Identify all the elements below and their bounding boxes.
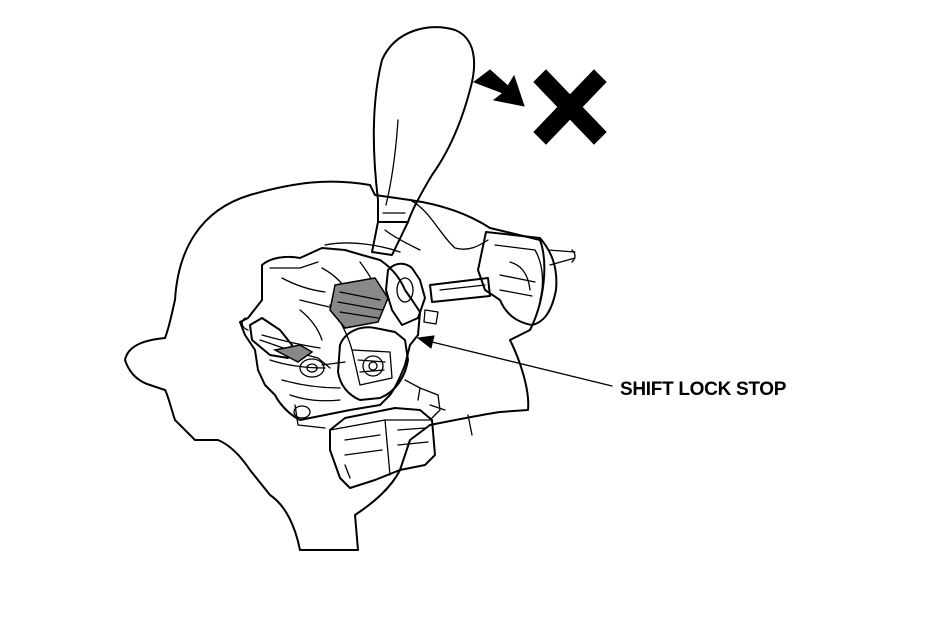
arrow-icon [472, 69, 525, 107]
console-housing [124, 180, 546, 551]
x-mark-icon [533, 69, 607, 145]
shift-cable-end [477, 231, 558, 326]
shift-cable-rod [429, 277, 491, 303]
shift-lock-solenoid [329, 407, 436, 489]
shift-knob [372, 26, 476, 223]
shift-lever-shaft [371, 221, 409, 256]
detent-block [329, 277, 389, 329]
shift-mechanism-body [239, 247, 421, 421]
shift-lock-stop-part [337, 326, 409, 401]
shift-lock-stop-leader [416, 335, 613, 387]
shift-lock-stop-label: SHIFT LOCK STOP [620, 379, 787, 400]
